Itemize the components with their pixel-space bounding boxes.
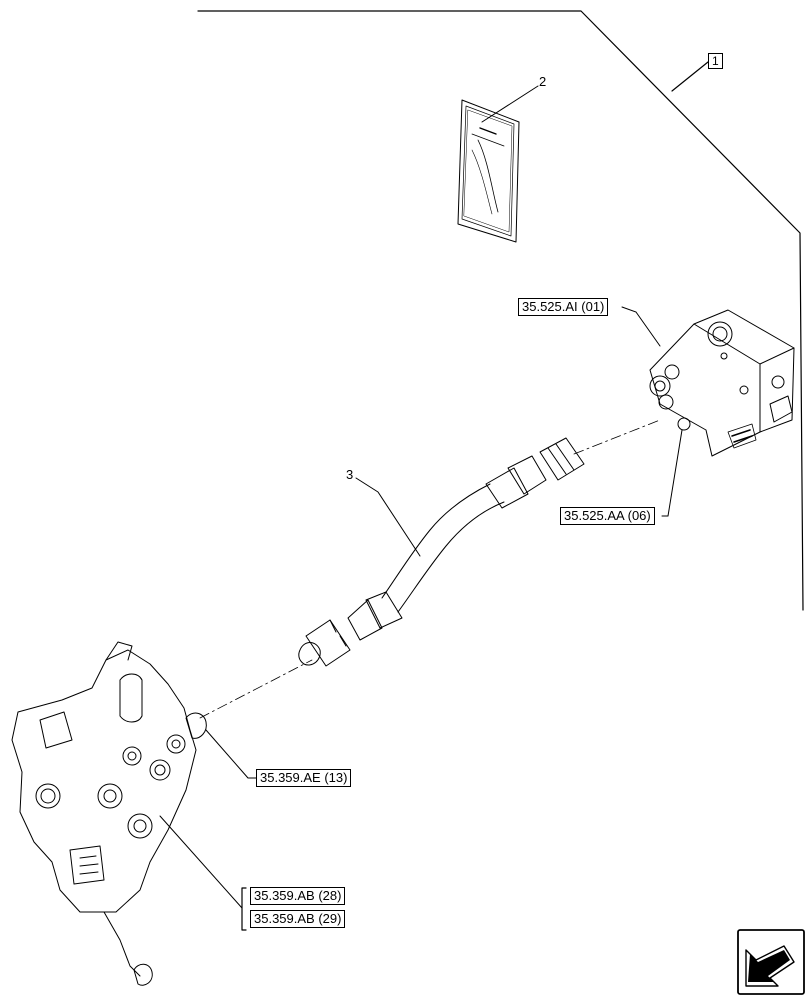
manual-booklet (457, 85, 539, 243)
reference-bracket (241, 887, 247, 931)
item-number-2-label: 2 (539, 74, 547, 89)
reference-35-525-ai-01[interactable]: 35.525.AI (01) (518, 298, 609, 316)
kit-boundary-lines (197, 10, 804, 611)
hydraulic-hose (298, 437, 585, 667)
reference-35-525-aa-06[interactable]: 35.525.AA (06) (560, 507, 655, 525)
reference-35-359-ab-28[interactable]: 35.359.AB (28) (250, 887, 346, 905)
arrow-navigation-icon[interactable] (737, 929, 805, 995)
control-valve (11, 641, 257, 986)
reference-35-359-ab-29[interactable]: 35.359.AB (29) (250, 910, 346, 928)
valve-block (621, 306, 795, 517)
reference-35-359-ae-13[interactable]: 35.359.AE (13) (256, 769, 352, 787)
item-number-3-label: 3 (346, 467, 354, 482)
item-number-1-label[interactable]: 1 (708, 53, 723, 69)
centerlines (199, 419, 661, 719)
